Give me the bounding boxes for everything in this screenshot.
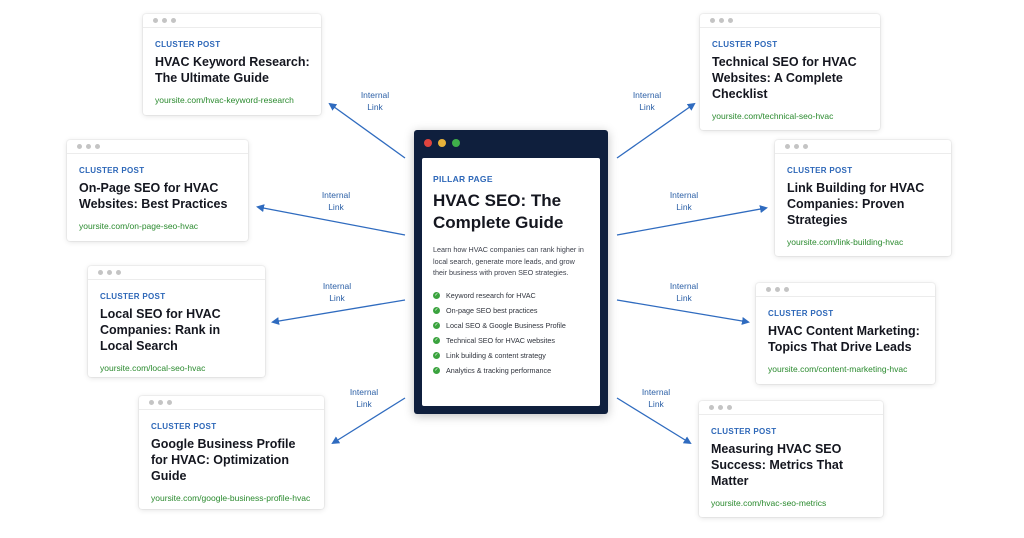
topic-label: Local SEO & Google Business Profile [446,320,566,330]
cluster-url[interactable]: yoursite.com/hvac-seo-metrics [711,498,827,508]
cluster-title: HVAC Content Marketing: Topics That Driv… [768,324,920,354]
check-circle-icon: ✓ [433,321,440,329]
topic-label: Technical SEO for HVAC websites [446,335,555,345]
cluster-url[interactable]: yoursite.com/technical-seo-hvac [712,111,834,121]
pillar-description: Learn how HVAC companies can rank higher… [433,245,584,277]
internal-link-label: Internal Link [669,281,699,303]
internal-link-label: Internal Link [360,90,390,112]
cluster-title: Technical SEO for HVAC Websites: A Compl… [712,55,857,101]
card-title-bar [143,14,321,28]
topic-item: ✓ Analytics & tracking performance [433,363,590,378]
check-circle-icon: ✓ [433,291,440,299]
topic-label: On-page SEO best practices [446,305,538,315]
close-dot-icon [424,139,432,147]
maximize-dot-icon [452,139,460,147]
cluster-tag: CLUSTER POST [768,309,834,318]
cluster-tag: CLUSTER POST [787,166,853,175]
cluster-tag: CLUSTER POST [151,422,217,431]
cluster-tag: CLUSTER POST [155,40,221,49]
internal-link-label: Internal Link [349,387,379,409]
topic-label: Analytics & tracking performance [446,365,552,375]
cluster-title: Link Building for HVAC Companies: Proven… [787,181,925,227]
topic-label: Keyword research for HVAC [446,290,536,300]
cluster-post-card[interactable]: CLUSTER POST Link Building for HVAC Comp… [775,140,951,256]
cluster-title: On-Page SEO for HVAC Websites: Best Prac… [79,181,228,211]
cluster-url[interactable]: yoursite.com/hvac-keyword-research [155,95,294,105]
cluster-title: Local SEO for HVAC Companies: Rank in Lo… [100,307,221,353]
pillar-title: HVAC SEO: The Complete Guide [433,191,564,232]
cluster-title: HVAC Keyword Research: The Ultimate Guid… [155,55,310,85]
cluster-title: Google Business Profile for HVAC: Optimi… [151,437,296,483]
check-circle-icon: ✓ [433,366,440,374]
cluster-tag: CLUSTER POST [79,166,145,175]
check-circle-icon: ✓ [433,306,440,314]
internal-link-label: Internal Link [669,190,699,212]
cluster-post-card[interactable]: CLUSTER POST HVAC Content Marketing: Top… [756,283,935,384]
internal-link-label: Internal Link [321,190,351,212]
check-circle-icon: ✓ [433,336,440,344]
minimize-dot-icon [438,139,446,147]
cluster-tag: CLUSTER POST [712,40,778,49]
cluster-url[interactable]: yoursite.com/local-seo-hvac [100,363,206,373]
cluster-post-card[interactable]: CLUSTER POST Google Business Profile for… [139,396,324,509]
internal-link-label: Internal Link [322,281,352,303]
check-circle-icon: ✓ [433,351,440,359]
topic-item: ✓ Technical SEO for HVAC websites [433,333,590,348]
card-title-bar [775,140,951,154]
topic-item: ✓ Keyword research for HVAC [433,288,590,303]
topic-item: ✓ Link building & content strategy [433,348,590,363]
card-title-bar [139,396,324,410]
card-title-bar [88,266,265,280]
card-title-bar [67,140,248,154]
cluster-tag: CLUSTER POST [711,427,777,436]
cluster-post-card[interactable]: CLUSTER POST Measuring HVAC SEO Success:… [699,401,883,517]
topic-label: Link building & content strategy [446,350,546,360]
pillar-page-content: PILLAR PAGE HVAC SEO: The Complete Guide… [422,158,600,406]
cluster-post-card[interactable]: CLUSTER POST Local SEO for HVAC Companie… [88,266,265,377]
pillar-topic-list: ✓ Keyword research for HVAC ✓ On-page SEO … [433,288,590,378]
topic-item: ✓ Local SEO & Google Business Profile [433,318,590,333]
cluster-post-card[interactable]: CLUSTER POST Technical SEO for HVAC Webs… [700,14,880,130]
cluster-url[interactable]: yoursite.com/on-page-seo-hvac [79,221,199,231]
cluster-tag: CLUSTER POST [100,292,166,301]
cluster-url[interactable]: yoursite.com/google-business-profile-hva… [151,493,311,503]
cluster-title: Measuring HVAC SEO Success: Metrics That… [711,442,843,488]
card-title-bar [700,14,880,28]
internal-link-label: Internal Link [632,90,662,112]
cluster-post-card[interactable]: CLUSTER POST HVAC Keyword Research: The … [143,14,321,115]
pillar-tag: PILLAR PAGE [433,174,493,184]
cluster-url[interactable]: yoursite.com/content-marketing-hvac [768,364,908,374]
window-controls [424,139,460,147]
internal-link-label: Internal Link [641,387,671,409]
card-title-bar [756,283,935,297]
cluster-url[interactable]: yoursite.com/link-building-hvac [787,237,904,247]
topic-item: ✓ On-page SEO best practices [433,303,590,318]
card-title-bar [699,401,883,415]
pillar-page-window[interactable]: PILLAR PAGE HVAC SEO: The Complete Guide… [414,130,608,414]
cluster-post-card[interactable]: CLUSTER POST On-Page SEO for HVAC Websit… [67,140,248,241]
